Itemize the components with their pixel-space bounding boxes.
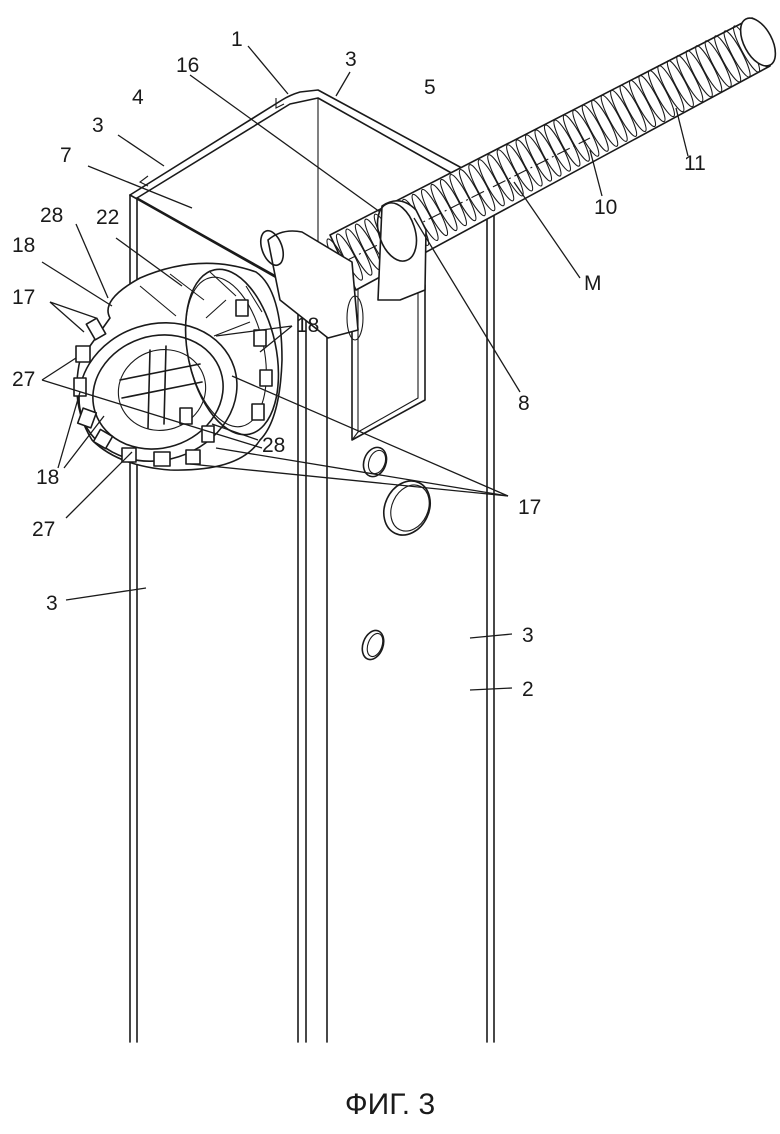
label-2: 2 xyxy=(522,678,534,701)
label-8: 8 xyxy=(518,392,530,415)
label-M: M xyxy=(584,272,602,295)
label-16: 16 xyxy=(176,54,199,77)
label-18-right: 18 xyxy=(296,314,319,337)
label-3-right: 3 xyxy=(522,624,534,647)
threaded-rod xyxy=(300,12,780,290)
label-28-right: 28 xyxy=(262,434,285,457)
label-4: 4 xyxy=(132,86,144,109)
label-1: 1 xyxy=(231,28,243,51)
label-3-left: 3 xyxy=(46,592,58,615)
figure-caption: ФИГ. 3 xyxy=(0,1088,780,1122)
label-11: 11 xyxy=(684,152,706,175)
label-18-top: 18 xyxy=(12,234,35,257)
label-3-top: 3 xyxy=(345,48,357,71)
label-27-bottom: 27 xyxy=(32,518,55,541)
label-27-left: 27 xyxy=(12,368,35,391)
collet-body xyxy=(61,261,293,482)
label-5: 5 xyxy=(424,76,436,99)
label-17-right: 17 xyxy=(518,496,541,519)
label-7: 7 xyxy=(60,144,72,167)
label-3-left-top: 3 xyxy=(92,114,104,137)
label-18-bottom: 18 xyxy=(36,466,59,489)
label-28-top: 28 xyxy=(40,204,63,227)
label-22: 22 xyxy=(96,206,119,229)
label-10: 10 xyxy=(594,196,617,219)
label-17-left: 17 xyxy=(12,286,35,309)
